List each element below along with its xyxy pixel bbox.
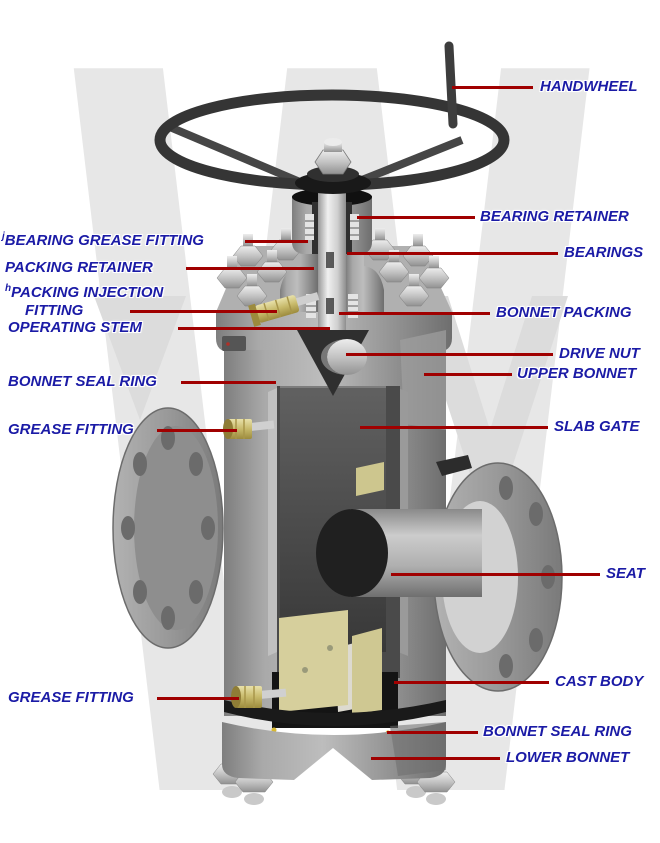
leader-line-lower-bonnet xyxy=(371,757,500,760)
packing-injection-fitting xyxy=(248,292,320,327)
label-drive-nut: DRIVE NUT xyxy=(559,345,640,362)
drive-nut xyxy=(297,330,369,396)
leader-line-bearing-retainer xyxy=(357,216,475,219)
left-flange xyxy=(112,407,224,649)
leader-line-handwheel xyxy=(452,86,533,89)
label-bearing-retainer: BEARING RETAINER xyxy=(480,208,629,225)
leader-line-seat xyxy=(391,573,600,576)
leader-line-drive-nut xyxy=(346,353,553,356)
label-bonnet-packing: BONNET PACKING xyxy=(496,304,632,321)
leader-line-bearing-grease-fitting xyxy=(245,240,308,243)
leader-line-slab-gate xyxy=(360,426,548,429)
bore-opening xyxy=(316,509,388,597)
leader-line-packing-injection-fitting xyxy=(130,310,277,313)
seat-and-right-flange xyxy=(316,455,563,692)
leader-line-grease-fitting-lower xyxy=(157,697,239,700)
leader-line-grease-fitting-mid xyxy=(157,429,237,432)
handwheel xyxy=(154,41,510,194)
leader-line-packing-retainer xyxy=(186,267,314,270)
leader-line-operating-stem xyxy=(178,327,330,330)
leader-line-bonnet-packing xyxy=(339,312,490,315)
leader-line-upper-bonnet xyxy=(424,373,512,376)
label-slab-gate: SLAB GATE xyxy=(554,418,640,435)
leader-line-bonnet-seal-ring-lower xyxy=(387,731,478,734)
label-upper-bonnet: UPPER BONNET xyxy=(517,365,637,382)
label-cast-body: CAST BODY xyxy=(555,673,644,690)
label-operating-stem: OPERATING STEM xyxy=(8,319,142,336)
leader-line-bonnet-seal-ring-upper xyxy=(181,381,276,384)
label-packing-injection-line2: FITTING xyxy=(25,302,84,319)
label-packing-retainer: PACKING RETAINER xyxy=(5,259,153,276)
bearings xyxy=(305,214,359,240)
label-bearing-grease-fitting: jBEARING GREASE FITTING xyxy=(2,231,204,250)
label-bonnet-seal-ring-lower: BONNET SEAL RING xyxy=(483,723,632,740)
handwheel-handle xyxy=(444,41,458,129)
label-handwheel: HANDWHEEL xyxy=(540,78,638,95)
leader-line-cast-body xyxy=(394,681,549,684)
grease-fitting-mid xyxy=(223,419,275,439)
gate-guide-left xyxy=(279,610,348,712)
label-seat: SEAT xyxy=(606,565,645,582)
bonnet-bolts-back xyxy=(232,228,434,267)
bonnet-bolts-front xyxy=(216,250,450,307)
leader-line-bearings xyxy=(347,252,558,255)
label-lower-bonnet: LOWER BONNET xyxy=(506,749,630,766)
label-bearings: BEARINGS xyxy=(564,244,644,261)
label-grease-fitting-mid: GREASE FITTING xyxy=(8,421,134,438)
label-grease-fitting-lower: GREASE FITTING xyxy=(8,689,134,706)
lower-bonnet xyxy=(222,722,446,780)
gate-guide-right xyxy=(352,628,382,714)
nameplate xyxy=(222,336,246,351)
label-packing-injection-line1: hPACKING INJECTION xyxy=(5,283,164,302)
label-bonnet-seal-ring-upper: BONNET SEAL RING xyxy=(8,373,157,390)
stem-nut xyxy=(314,149,352,175)
